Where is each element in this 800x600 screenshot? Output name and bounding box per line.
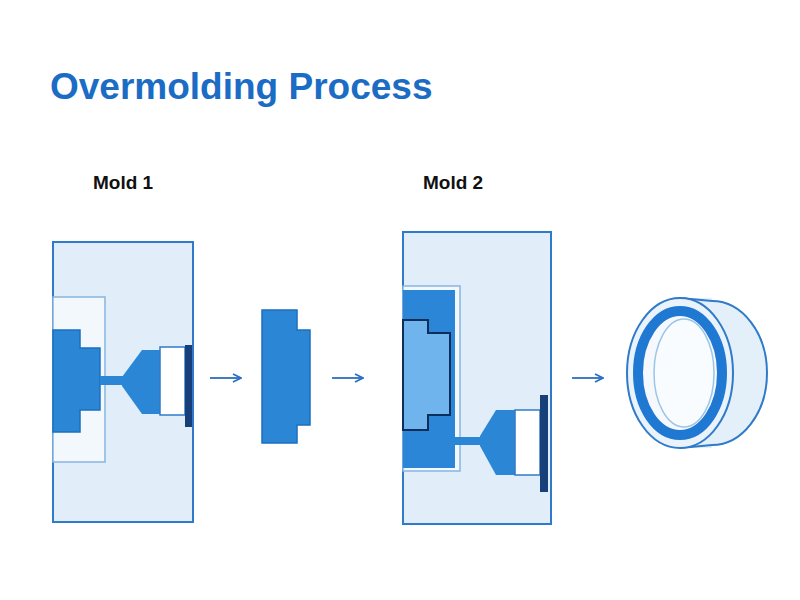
mold-box: Mold 1 (53, 172, 193, 522)
flow-arrow (210, 377, 240, 379)
substrate-part (262, 310, 310, 443)
mold-box: Mold 2 (403, 172, 551, 524)
diagram-title: Overmolding Process (50, 66, 432, 108)
flow-arrow (572, 377, 602, 379)
mold-label: Mold 1 (93, 172, 153, 194)
mold-one (53, 242, 193, 522)
mold-two (403, 232, 551, 524)
mold-label: Mold 2 (423, 172, 483, 194)
finished-ring (627, 298, 767, 448)
flow-arrow (332, 377, 362, 379)
